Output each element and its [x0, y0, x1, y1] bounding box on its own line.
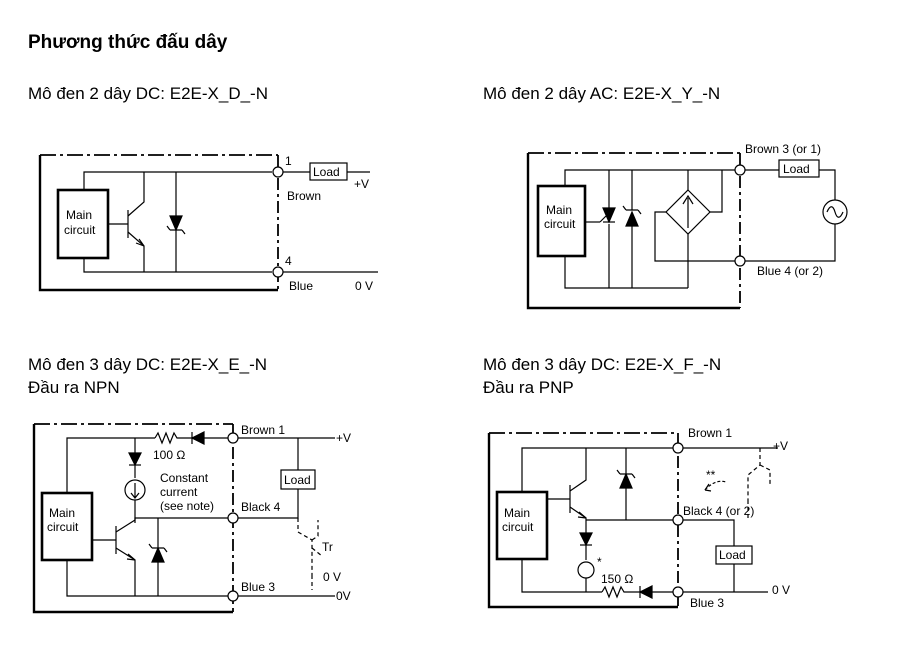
subheading-pnp: Đầu ra PNP [483, 378, 574, 397]
load-box [778, 159, 820, 178]
main-circuit-label: circuit [64, 223, 96, 237]
terminal-number: 4 [285, 254, 292, 268]
constant-current-label: Constant [160, 471, 209, 485]
supply-plus-label: +V [336, 431, 351, 445]
wire-brown-label: Brown 3 (or 1) [745, 142, 821, 156]
wire-black-label: Black 4 (or 2) [683, 504, 754, 518]
terminal-4 [272, 266, 284, 278]
wire-brown-label: Brown 1 [241, 423, 285, 437]
resistor-label: 150 Ω [601, 572, 633, 586]
subheading-npn: Đầu ra NPN [28, 378, 120, 397]
diagram-3wire-npn [32, 423, 335, 614]
zero-volt-label: 0 V [355, 279, 373, 293]
zero-volt-label: 0V [336, 589, 351, 603]
diagram-2wire-dc [38, 154, 378, 292]
terminal-blue [672, 586, 684, 598]
heading-3wire-npn: Mô đen 3 dây DC: E2E-X_E_-N [28, 355, 268, 374]
main-circuit-label: Main [49, 506, 75, 520]
constant-current-label: (see note) [160, 499, 214, 513]
terminal-brown [672, 442, 684, 454]
main-circuit-box [536, 184, 587, 258]
diagram-3wire-pnp [487, 432, 778, 609]
heading-2wire-ac: Mô đen 2 dây AC: E2E-X_Y_-N [483, 84, 721, 103]
zero-volt-label: 0 V [772, 583, 790, 597]
terminal-blue [227, 590, 239, 602]
load-label: Load [313, 165, 340, 179]
wire-blue-label: Blue 3 [690, 596, 724, 610]
terminal-number: 1 [285, 154, 292, 168]
note-double-star: ** [706, 468, 716, 482]
main-circuit-label: circuit [544, 217, 576, 231]
zero-volt-label: 0 V [323, 570, 341, 584]
load-label: Load [284, 473, 311, 487]
load-box [309, 162, 348, 181]
constant-current-icon [577, 561, 595, 579]
heading-2wire-dc: Mô đen 2 dây DC: E2E-X_D_-N [28, 84, 268, 103]
note-star: * [597, 555, 602, 569]
page-title: Phương thức đấu dây [28, 32, 228, 53]
main-circuit-label: circuit [47, 520, 79, 534]
wire-brown-label: Brown [287, 189, 321, 203]
terminal-brown [227, 432, 239, 444]
terminal-4 [734, 255, 746, 267]
wire-black-label: Black 4 [241, 500, 281, 514]
terminal-3 [734, 164, 746, 176]
main-circuit-label: Main [504, 506, 530, 520]
main-circuit-label: Main [66, 208, 92, 222]
load-label: Load [719, 548, 746, 562]
main-circuit-label: circuit [502, 520, 534, 534]
resistor-label: 100 Ω [153, 448, 185, 462]
terminal-1 [272, 166, 284, 178]
heading-3wire-pnp: Mô đen 3 dây DC: E2E-X_F_-N [483, 355, 722, 374]
supply-plus-label: +V [773, 439, 788, 453]
wire-blue-label: Blue [289, 279, 313, 293]
constant-current-label: current [160, 485, 198, 499]
transistor-label: Tr [322, 540, 333, 554]
diagram-2wire-ac [526, 152, 848, 310]
terminal-black [672, 514, 684, 526]
terminal-black [227, 512, 239, 524]
wire-brown-label: Brown 1 [688, 426, 732, 440]
wire-blue-label: Blue 3 [241, 580, 275, 594]
wire-blue-label: Blue 4 (or 2) [757, 264, 823, 278]
main-circuit-label: Main [546, 203, 572, 217]
load-label: Load [783, 162, 810, 176]
supply-plus-label: +V [354, 177, 369, 191]
